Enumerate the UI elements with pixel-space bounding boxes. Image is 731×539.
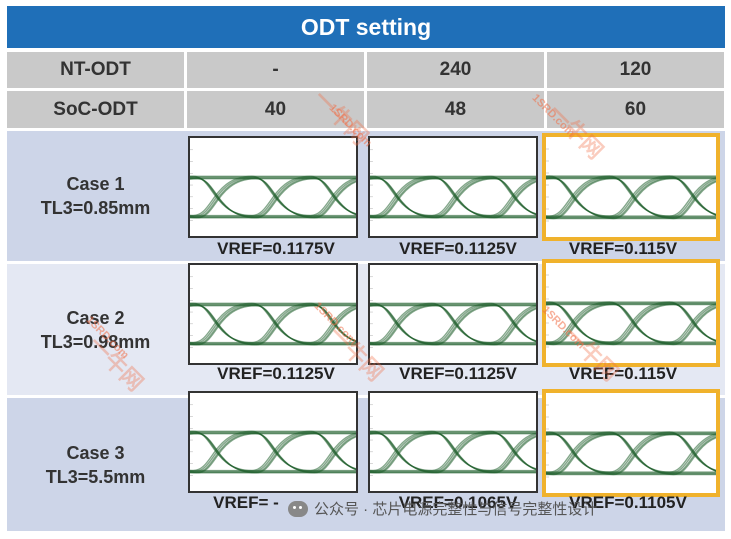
- vref-case-2-col-2: VREF=0.1125V: [399, 364, 517, 383]
- header-nt-odt-col-1: -: [187, 52, 364, 88]
- footer-note: 公众号 · 芯片电源完整性与信号完整性设计: [288, 498, 597, 519]
- eye-diagram-case-1-col-3: [542, 133, 720, 241]
- header-nt-odt-col-2: 240: [367, 52, 544, 88]
- eye-traces: [190, 404, 356, 476]
- vref-case-1-col-3: VREF=0.115V: [568, 239, 678, 258]
- vref-case-1-col-1: VREF=0.1175V: [217, 239, 335, 258]
- eye-diagram-case-1-col-2: [368, 136, 538, 238]
- case-1-name: Case 1: [66, 174, 125, 194]
- vref-case-1-col-2: VREF=0.1125V: [399, 239, 517, 258]
- case-2-name: Case 2: [66, 307, 125, 328]
- eye-diagram-case-3-col-1: [188, 391, 358, 493]
- eye-diagram-case-2-col-1: [188, 263, 358, 365]
- case-2-label: Case 2 TL3=0.98mm: [7, 264, 184, 395]
- eye-traces: [370, 404, 536, 476]
- eye-diagram-case-2-col-3: [542, 259, 720, 367]
- header-soc-odt-col-1: 40: [187, 91, 364, 128]
- vref-case-2-col-1: VREF=0.1125V: [217, 364, 335, 383]
- header-soc-odt-col-3: 60: [547, 91, 724, 128]
- eye-traces: [190, 276, 356, 348]
- eye-traces: [370, 149, 536, 221]
- case-3-name: Case 3: [66, 442, 125, 463]
- eye-diagram-case-3-col-3: [542, 389, 720, 497]
- footer-text: 公众号 · 芯片电源完整性与信号完整性设计: [314, 501, 598, 518]
- header-label-soc-odt: SoC-ODT: [7, 91, 184, 128]
- eye-diagram-case-3-col-2: [368, 391, 538, 493]
- case-1-tl: TL3=0.85mm: [40, 198, 151, 218]
- vref-case-3-col-1: VREF= -: [213, 493, 279, 512]
- header-nt-odt-col-3: 120: [547, 52, 724, 88]
- vref-case-3-col-3: VREF=0.1105V: [569, 493, 687, 512]
- eye-traces: [370, 276, 536, 348]
- eye-traces: [546, 404, 716, 478]
- vref-case-2-col-3: VREF=0.115V: [568, 364, 678, 383]
- case-3-tl: TL3=5.5mm: [45, 466, 146, 487]
- header-label-nt-odt: NT-ODT: [7, 52, 184, 88]
- header-soc-odt-col-2: 48: [367, 91, 544, 128]
- wechat-icon: [288, 500, 308, 517]
- case-3-label: Case 3 TL3=5.5mm: [7, 398, 184, 531]
- case-2-tl: TL3=0.98mm: [40, 331, 151, 352]
- case-1-label: Case 1 TL3=0.85mm: [7, 131, 184, 261]
- vref-case-3-col-2: VREF=0.1065V: [398, 493, 518, 512]
- eye-traces: [546, 274, 716, 348]
- eye-diagram-case-2-col-2: [368, 263, 538, 365]
- table-title: ODT setting: [7, 6, 725, 48]
- eye-traces: [190, 149, 356, 221]
- eye-diagram-case-1-col-1: [188, 136, 358, 238]
- eye-traces: [546, 148, 716, 222]
